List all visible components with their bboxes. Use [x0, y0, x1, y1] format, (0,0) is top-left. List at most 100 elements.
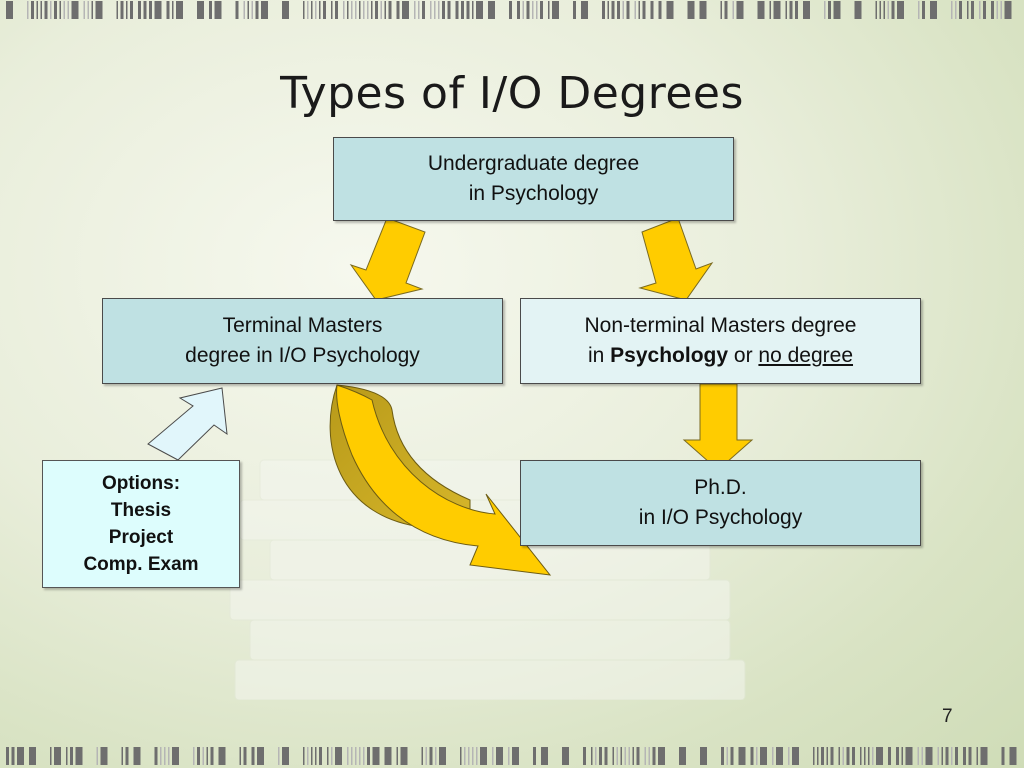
- barcode-bar: [331, 747, 333, 765]
- barcode-bar: [418, 1, 420, 19]
- barcode-bar: [792, 747, 799, 765]
- barcode-bar: [652, 747, 656, 765]
- barcode-bar: [480, 747, 487, 765]
- barcode-bar: [455, 1, 459, 19]
- barcode-bar: [583, 747, 586, 765]
- barcode-bar: [803, 1, 810, 19]
- barcode-bar: [813, 747, 815, 765]
- barcode-bar: [658, 1, 662, 19]
- node-terminal-line2: degree in I/O Psychology: [185, 344, 420, 367]
- barcode-bar: [724, 1, 728, 19]
- barcode-bar: [367, 1, 369, 19]
- barcode-bar: [239, 747, 241, 765]
- barcode-bar: [282, 747, 289, 765]
- node-nonterminal-line2: in Psychology or no degree: [588, 341, 853, 371]
- barcode-bar: [218, 747, 226, 765]
- barcode-bar: [726, 747, 728, 765]
- barcode-bar: [278, 747, 280, 765]
- barcode-bar: [166, 1, 170, 19]
- barcode-bar: [562, 747, 569, 765]
- barcode-bar: [50, 747, 52, 765]
- arrow-undergrad-to-terminal: [349, 217, 426, 301]
- barcode-bar: [210, 747, 214, 765]
- barcode-bar: [83, 1, 85, 19]
- barcode-bar: [327, 747, 329, 765]
- barcode-bar: [168, 747, 170, 765]
- barcode-bar: [319, 1, 321, 19]
- barcode-bar: [905, 747, 913, 765]
- barcode-bar: [243, 1, 245, 19]
- node-nonterminal-underline: no degree: [758, 344, 854, 367]
- barcode-bar: [980, 747, 988, 765]
- barcode-bar: [421, 747, 423, 765]
- barcode-bar: [918, 1, 920, 19]
- barcode-bar: [941, 747, 943, 765]
- barcode-bar: [644, 747, 646, 765]
- barcode-bar: [323, 1, 326, 19]
- barcode-bar: [130, 1, 133, 19]
- barcode-bar: [620, 747, 622, 765]
- barcode-bar: [991, 1, 994, 19]
- barcode-bar: [372, 747, 380, 765]
- barcode-bar: [548, 1, 550, 19]
- barcode-bar: [536, 1, 538, 19]
- barcode-bar: [160, 747, 162, 765]
- barcode-bar: [838, 747, 840, 765]
- barcode-bar: [852, 747, 855, 765]
- barcode-bar: [438, 1, 440, 19]
- barcode-bar: [120, 1, 124, 19]
- barcode-bar: [461, 1, 464, 19]
- barcode-bar: [658, 747, 665, 765]
- barcode-bar: [202, 747, 204, 765]
- barcode-bar: [896, 747, 899, 765]
- barcode-bar: [648, 747, 650, 765]
- barcode-bar: [595, 747, 597, 765]
- options-item: Project: [108, 527, 174, 548]
- barcode-bar: [476, 1, 483, 19]
- arrow-undergrad-to-nonterminal: [638, 217, 714, 301]
- barcode-bar: [687, 1, 695, 19]
- barcode-bar: [125, 747, 129, 765]
- barcode-bar: [206, 747, 208, 765]
- barcode-bar: [976, 747, 978, 765]
- barcode-bar: [193, 747, 195, 765]
- barcode-bar: [488, 1, 495, 19]
- barcode-bar: [59, 1, 61, 19]
- barcode-bar: [789, 1, 793, 19]
- barcode-bar: [435, 747, 437, 765]
- barcode-bar: [307, 747, 309, 765]
- barcode-bar: [6, 747, 9, 765]
- barcode-bar: [732, 1, 734, 19]
- barcode-bar: [27, 1, 29, 19]
- barcode-bar: [736, 1, 744, 19]
- barcode-bar: [100, 747, 108, 765]
- arrow-terminal-to-phd-curved: [336, 384, 552, 576]
- barcode-bar: [347, 747, 349, 765]
- barcode-bar: [172, 747, 179, 765]
- barcode-bar: [367, 747, 370, 765]
- barcode-bar: [581, 1, 588, 19]
- barcode-bar: [87, 1, 89, 19]
- barcode-bar: [351, 1, 353, 19]
- barcode-bar: [795, 1, 798, 19]
- barcode-bar: [879, 1, 881, 19]
- arrow-options-to-terminal: [147, 387, 228, 461]
- barcode-bar: [75, 747, 83, 765]
- barcode-bar: [959, 1, 962, 19]
- barcode-bar: [509, 1, 512, 19]
- barcode-bar: [963, 747, 966, 765]
- barcode-bar: [833, 1, 841, 19]
- barcode-bar: [628, 747, 630, 765]
- barcode-bar: [63, 1, 65, 19]
- barcode-bar: [955, 1, 957, 19]
- barcode-bar: [532, 1, 534, 19]
- barcode-bar: [876, 747, 883, 765]
- barcode-bar: [540, 1, 543, 19]
- node-phd-line1: Ph.D.: [694, 476, 747, 499]
- barcode-bar: [642, 1, 646, 19]
- barcode-bar: [925, 747, 933, 765]
- barcode-bar: [66, 747, 68, 765]
- barcode-bar: [363, 1, 365, 19]
- barcode-bar: [311, 747, 313, 765]
- arrow-nonterminal-to-phd: [682, 383, 754, 471]
